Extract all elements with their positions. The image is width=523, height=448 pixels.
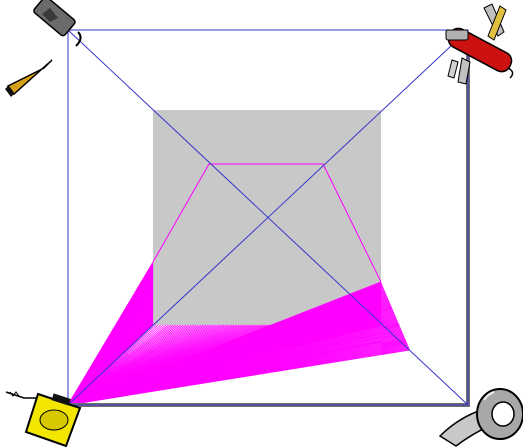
hammer-icon [5,0,81,97]
pocket-knife-icon [445,4,514,84]
tape-measure-icon [6,392,80,446]
duct-tape-icon [440,389,523,446]
